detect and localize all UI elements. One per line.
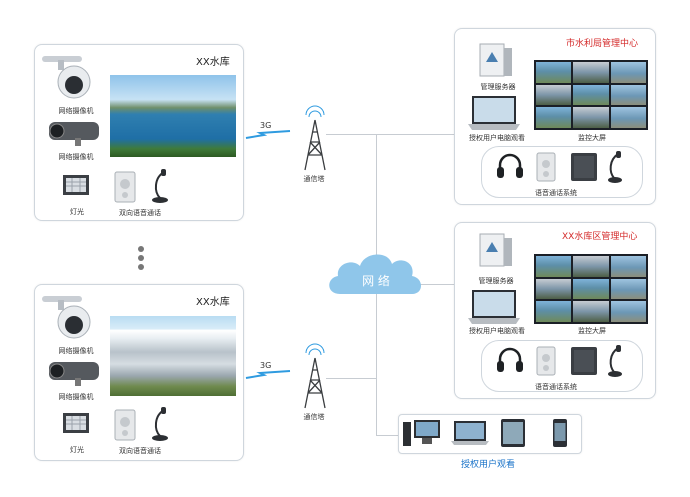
tower2-icon: [304, 343, 326, 409]
site1-camera1-icon: [42, 56, 91, 99]
tower2-label: 通信塔: [303, 413, 325, 421]
tower1-icon: [304, 105, 326, 171]
network-cloud-label: 网 络: [362, 274, 390, 288]
site2-microphone-icon: [152, 407, 168, 441]
site1-speaker-icon: [114, 171, 136, 203]
tablet-icon: [501, 419, 525, 447]
site1-reservoir-photo: [110, 75, 236, 157]
network-cloud-icon: [329, 254, 421, 294]
site1-camera1-label: 网络摄像机: [58, 107, 94, 115]
center1-pc-label: 授权用户电脑观看: [469, 134, 525, 142]
site2-camera1-label: 网络摄像机: [58, 347, 94, 355]
link-tower1-cloud: [326, 134, 376, 135]
site2-dam-photo: [110, 316, 236, 396]
site1-microphone-icon: [152, 169, 168, 203]
center1-video-wall: [534, 60, 648, 130]
link-center1: [376, 134, 454, 135]
center2-video-wall: [534, 254, 648, 324]
headset-icon: [497, 153, 523, 178]
site2-title: XX水库: [196, 297, 230, 308]
wireless-signal-icon: [245, 130, 291, 139]
site1-light-label: 灯光: [70, 208, 84, 216]
link-devices: [376, 435, 398, 436]
center1-server-label: 管理服务器: [480, 83, 516, 91]
ellipsis-dot: [138, 255, 144, 261]
tower1-label: 通信塔: [303, 175, 325, 183]
site2-light-icon: [63, 413, 89, 433]
devices-label: 授权用户观看: [460, 460, 516, 470]
center1-wall-label: 监控大屏: [578, 134, 606, 142]
site2-camera2-label: 网络摄像机: [58, 393, 94, 401]
ellipsis-dot: [138, 246, 144, 252]
site2-camera2-icon: [49, 362, 99, 386]
laptop-icon: [451, 421, 489, 445]
site2-speaker-icon: [114, 409, 136, 441]
link-center2: [410, 284, 454, 285]
ellipsis-dot: [138, 264, 144, 270]
link-tower2-cloud: [326, 378, 376, 379]
wireless-signal-icon: [245, 370, 291, 379]
microphone-icon: [608, 345, 622, 377]
center1-server-icon: [479, 43, 512, 77]
site1-light-icon: [63, 175, 89, 195]
site1-title: XX水库: [196, 57, 230, 68]
center2-server-icon: [479, 233, 512, 267]
pa-speaker-icon: [571, 347, 597, 375]
center2-server-label: 管理服务器: [478, 277, 514, 285]
speaker-icon: [536, 152, 556, 182]
center1-laptop-icon: [468, 96, 520, 130]
site1-camera2-icon: [49, 122, 99, 146]
site2-camera1-icon: [42, 296, 91, 339]
center2-wall-label: 监控大屏: [578, 327, 606, 335]
pa-speaker-icon: [571, 153, 597, 181]
tower2-band-label: 3G: [260, 361, 272, 370]
smartphone-icon: [553, 419, 567, 447]
center2-title: XX水库区管理中心: [562, 232, 638, 242]
center2-pc-label: 授权用户电脑观看: [469, 327, 525, 335]
center1-voice-label: 语音通话系统: [535, 189, 577, 197]
speaker-icon: [536, 346, 556, 376]
desktop-pc-icon: [403, 420, 440, 446]
center2-voice-label: 语音通话系统: [535, 383, 577, 391]
site2-voice-label: 双向语音通话: [119, 447, 161, 455]
site2-light-label: 灯光: [70, 446, 84, 454]
center1-title: 市水利局管理中心: [566, 39, 639, 49]
site1-voice-label: 双向语音通话: [119, 209, 161, 217]
microphone-icon: [608, 151, 622, 183]
headset-icon: [497, 347, 523, 372]
site1-camera2-label: 网络摄像机: [58, 153, 94, 161]
center2-laptop-icon: [468, 290, 520, 324]
tower1-band-label: 3G: [260, 121, 272, 130]
